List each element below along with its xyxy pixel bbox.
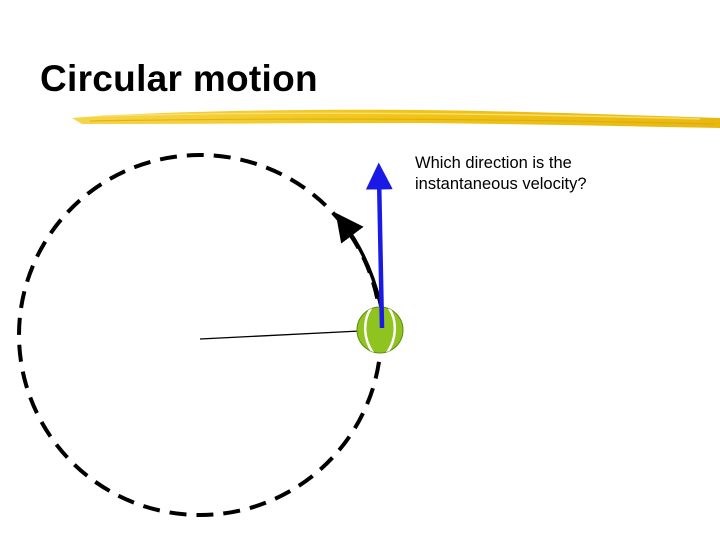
velocity-arrow [379, 176, 382, 328]
circular-path [19, 155, 381, 515]
radius-line [200, 331, 360, 339]
